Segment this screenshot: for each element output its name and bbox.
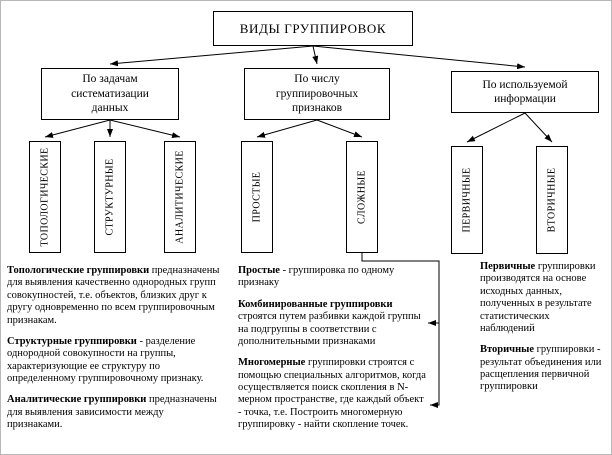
note-multidimensional: Многомерные группировки строятся с помощ… <box>238 357 428 431</box>
note-term: Многомерные <box>238 357 306 369</box>
leaf-label: АНАЛИТИЧЕСКИЕ <box>174 150 186 244</box>
note-secondary: Вторичные группировки - результат объеди… <box>480 344 606 394</box>
notes-column-middle: Простые - группировка по одному признаку… <box>238 265 428 441</box>
leaf-complex: СЛОЖНЫЕ <box>346 141 378 253</box>
arrow-title-branch2 <box>312 45 319 65</box>
arrow-branch1-leaf3 <box>109 119 181 139</box>
leaf-secondary: ВТОРИЧНЫЕ <box>536 146 568 254</box>
leaf-primary: ПЕРВИЧНЫЕ <box>451 146 483 254</box>
note-term: Простые <box>238 265 280 276</box>
diagram-title-box: ВИДЫ ГРУППИРОВОК <box>213 11 413 46</box>
leaf-label: ПРОСТЫЕ <box>251 171 263 223</box>
leaf-label: СТРУКТУРНЫЕ <box>104 158 116 236</box>
note-term: Топологические группировки <box>7 265 150 276</box>
branch-label: По используемой информации <box>482 78 568 105</box>
note-primary: Первичные группировки производятся на ос… <box>480 261 606 335</box>
note-text: предназначены для выявления зависимости … <box>7 394 217 431</box>
leaf-structural: СТРУКТУРНЫЕ <box>94 141 126 253</box>
arrow-title-branch1 <box>109 45 314 67</box>
note-combined: Комбинированные группировки строятся пут… <box>238 299 428 349</box>
note-term: Комбинированные группировки <box>238 298 393 310</box>
arrow-branch3-leaf1 <box>466 112 526 143</box>
note-text: группировки производятся на основе исход… <box>480 261 596 334</box>
arrow-branch2-leaf2 <box>316 119 363 138</box>
note-topological: Топологические группировки предназначены… <box>7 265 221 327</box>
notes-column-right: Первичные группировки производятся на ос… <box>480 261 606 403</box>
leaf-label: ТОПОЛОГИЧЕСКИЕ <box>39 147 51 247</box>
leaf-topological: ТОПОЛОГИЧЕСКИЕ <box>29 141 61 253</box>
branch-by-number-of-features: По числу группировочных признаков <box>244 68 390 120</box>
diagram-title: ВИДЫ ГРУППИРОВОК <box>239 20 387 36</box>
note-term: Аналитические группировки <box>7 394 147 406</box>
arrow-branch2-leaf1 <box>256 119 318 138</box>
arrow-title-branch3 <box>312 45 526 70</box>
arrow-branch1-leaf1 <box>44 119 111 138</box>
leaf-label: СЛОЖНЫЕ <box>356 170 368 224</box>
leaf-label: ВТОРИЧНЫЕ <box>546 167 558 233</box>
branch-label: По числу группировочных признаков <box>275 73 359 115</box>
leaf-analytical: АНАЛИТИЧЕСКИЕ <box>164 141 196 253</box>
note-text: строятся путем разбивки каждой группы на… <box>238 311 421 347</box>
branch-label: По задачам систематизации данных <box>71 73 149 115</box>
note-analytical: Аналитические группировки предназначены … <box>7 394 221 431</box>
branch-by-information-used: По используемой информации <box>451 71 599 113</box>
leaf-simple: ПРОСТЫЕ <box>241 141 273 253</box>
note-text: - разделение однородной совокупности на … <box>7 335 204 384</box>
note-structural: Структурные группировки - разделение одн… <box>7 336 221 386</box>
note-text: группировки строятся с помощью специальн… <box>238 357 426 431</box>
note-text: группировки - результат объединения или … <box>480 344 602 393</box>
arrow-branch3-leaf2 <box>524 112 553 143</box>
branch-by-systematization-tasks: По задачам систематизации данных <box>41 68 179 120</box>
note-simple: Простые - группировка по одному признаку <box>238 265 428 290</box>
notes-column-left: Топологические группировки предназначены… <box>7 265 221 441</box>
note-term: Вторичные <box>480 344 534 356</box>
leaf-label: ПЕРВИЧНЫЕ <box>461 167 473 233</box>
note-text: - группировка по одному признаку <box>238 265 395 289</box>
note-text: предназначены для выявления качественно … <box>7 265 220 326</box>
note-term: Первичные <box>480 261 536 272</box>
note-term: Структурные группировки <box>7 335 137 347</box>
